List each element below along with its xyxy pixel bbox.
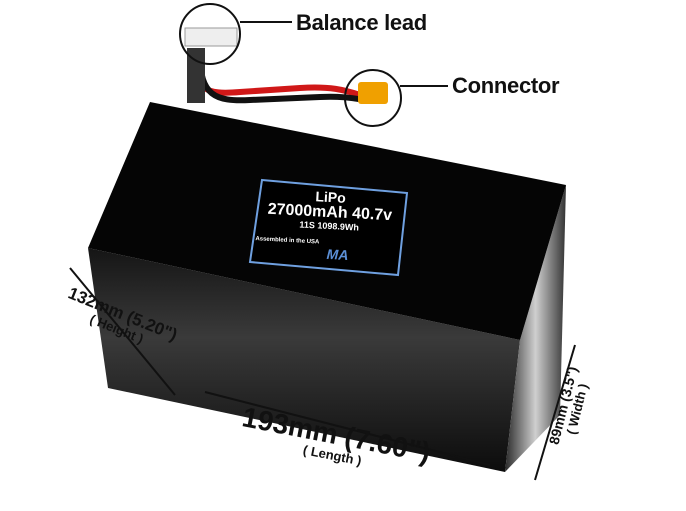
dimension-arrows — [69, 267, 576, 481]
wires — [187, 48, 366, 104]
battery-side-face — [505, 185, 566, 472]
balance-lead-callout: Balance lead — [296, 10, 427, 35]
label-assembled: Assembled in the USA — [255, 236, 320, 246]
xt-connector — [344, 69, 448, 127]
battery-label-border — [248, 178, 409, 277]
balance-lead-connector — [179, 3, 292, 65]
battery-front-face — [88, 248, 520, 472]
connector-callout: Connector — [452, 73, 560, 98]
battery-label: LiPo 27000mAh 40.7v 11S 1098.9Wh Assembl… — [255, 186, 402, 271]
brand-logo: MA — [326, 245, 349, 264]
